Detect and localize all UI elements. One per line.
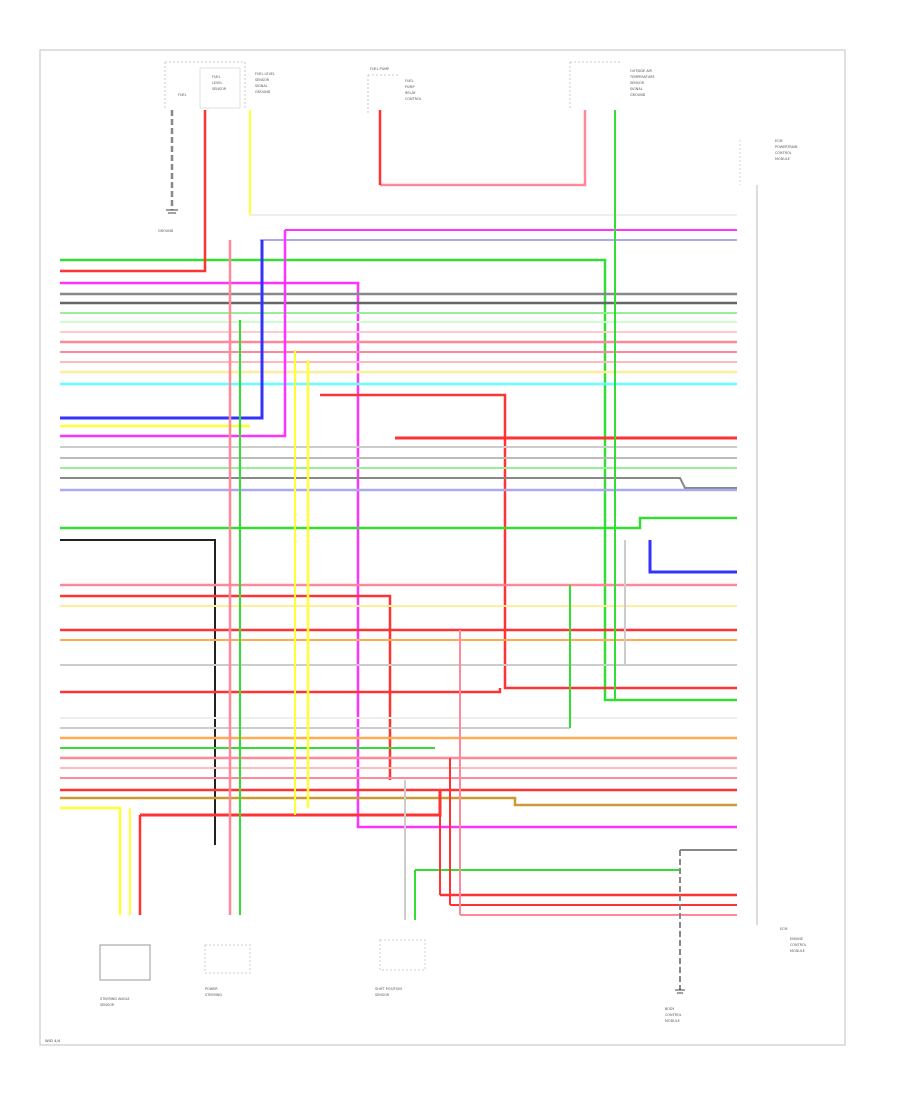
top-switch-left: FUEL LEVEL SENSOR FUEL FUEL LEVEL SENSOR… [164,61,275,110]
top-switch-right: OUTSIDE AIR TEMPERATURE SENSOR SIGNAL GR… [569,61,655,110]
vertical-wires [129,110,737,990]
svg-text:FUEL PUMP: FUEL PUMP [370,67,389,71]
right-connector-block: ECM POWERTRAIN CONTROL MODULE ECM ENGINE… [739,139,807,953]
svg-text:SENSOR: SENSOR [100,1003,115,1007]
svg-text:SIGNAL: SIGNAL [630,87,643,91]
svg-text:LEVEL: LEVEL [212,81,222,85]
svg-text:ECM: ECM [775,139,783,143]
svg-text:MODULE: MODULE [790,949,805,953]
svg-text:SENSOR: SENSOR [255,78,270,82]
svg-text:STEERING: STEERING [205,993,222,997]
svg-text:POWER: POWER [205,987,218,991]
bottom-sensor-1: STEERING ANGLE SENSOR [99,944,151,1007]
svg-text:FUEL: FUEL [212,75,221,79]
bottom-sensor-2: POWER STEERING [204,944,251,997]
svg-text:ECM: ECM [780,927,788,931]
svg-text:STEERING ANGLE: STEERING ANGLE [100,997,130,1001]
svg-text:FUEL LEVEL: FUEL LEVEL [255,72,275,76]
horizontal-wires [60,110,737,916]
svg-text:SENSOR: SENSOR [212,87,227,91]
svg-text:CONTROL: CONTROL [790,943,807,947]
svg-text:GROUND: GROUND [158,229,174,233]
svg-text:PUMP: PUMP [405,85,415,89]
svg-text:SHIFT POSITION: SHIFT POSITION [375,987,402,991]
svg-text:MODULE: MODULE [775,157,790,161]
svg-text:CONTROL: CONTROL [405,97,422,101]
svg-text:GROUND: GROUND [255,90,271,94]
svg-text:FUEL: FUEL [178,93,187,97]
footer-label: W/D 4/4 [45,1038,61,1043]
svg-text:SIGNAL: SIGNAL [255,84,268,88]
svg-text:SENSOR: SENSOR [375,993,390,997]
svg-text:ENGINE: ENGINE [790,937,803,941]
svg-text:SENSOR: SENSOR [630,81,645,85]
svg-text:TEMPERATURE: TEMPERATURE [629,75,655,79]
svg-text:RELAY: RELAY [405,91,417,95]
diagram-frame [39,49,846,1046]
svg-text:POWERTRAIN: POWERTRAIN [775,145,798,149]
svg-text:OUTSIDE AIR: OUTSIDE AIR [630,69,653,73]
svg-text:CONTROL: CONTROL [775,151,792,155]
svg-text:BODY: BODY [665,1007,675,1011]
bottom-sensor-3: SHIFT POSITION SENSOR [375,939,426,997]
svg-text:MODULE: MODULE [665,1019,680,1023]
svg-text:FUEL: FUEL [405,79,414,83]
svg-text:GROUND: GROUND [630,93,646,97]
ground-top-left: GROUND [158,110,178,233]
bottom-ground-right: BODY CONTROL MODULE [665,989,685,1023]
svg-text:W/D 4/4: W/D 4/4 [45,1038,61,1043]
svg-text:CONTROL: CONTROL [665,1013,682,1017]
top-switch-middle: FUEL PUMP FUEL PUMP RELAY CONTROL [367,67,422,115]
